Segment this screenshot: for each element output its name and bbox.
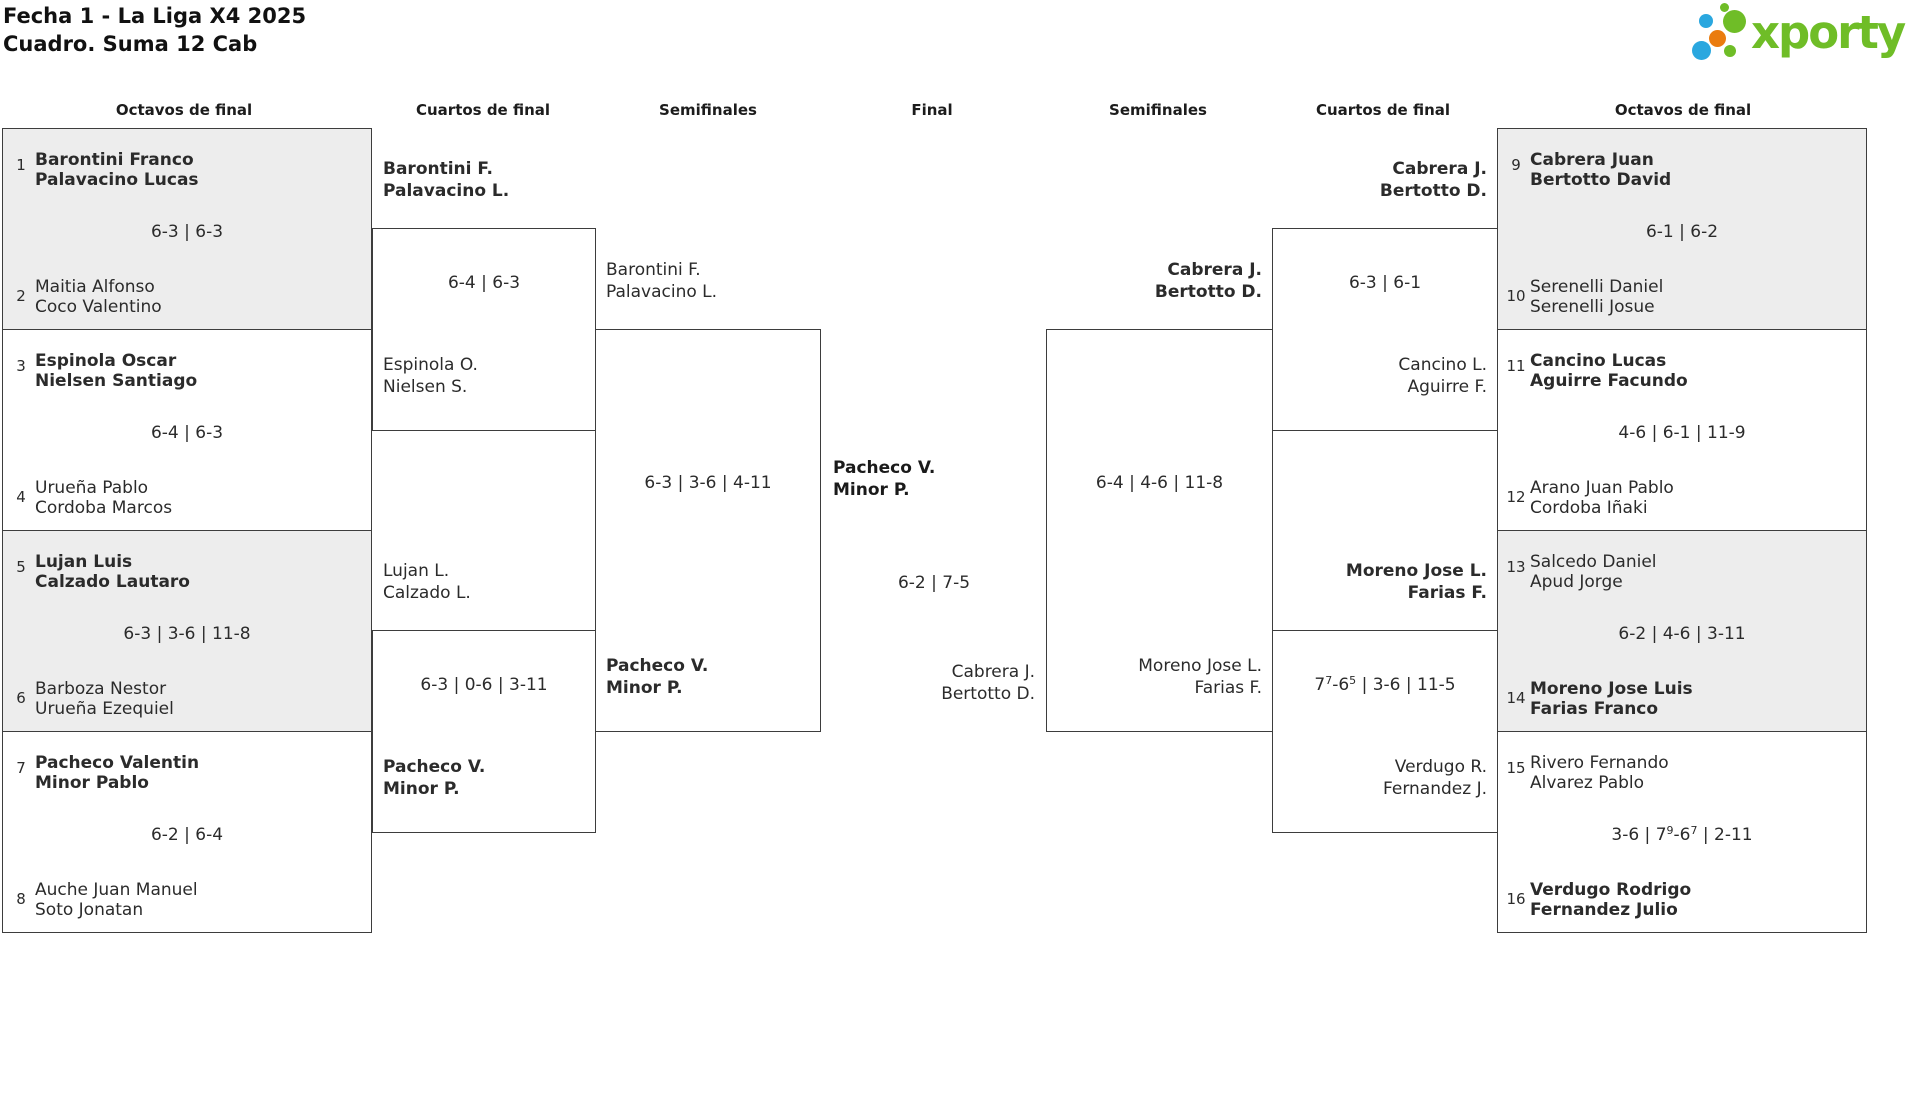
team-espinola-nielsen: Espinola O.Nielsen S. (383, 355, 478, 397)
match-box-sf-left[interactable]: Barontini F.Palavacino L. 6-3 | 3-6 | 4-… (595, 260, 821, 732)
match-score: 6-2 | 6-4 (150, 825, 224, 845)
draw-name: Cuadro. Suma 12 Cab (3, 32, 258, 56)
seed-number: 14 (1506, 689, 1526, 707)
seed-number: 15 (1506, 759, 1526, 777)
match-box-qf-left-2[interactable]: Lujan L.Calzado L. 6-3 | 0-6 | 3-11 Pach… (372, 561, 596, 833)
team-pacheco-minor: Pacheco V.Minor P. (606, 656, 709, 698)
match-score: 6-3 | 3-6 | 4-11 (644, 473, 772, 493)
round-header-final: Final (911, 101, 953, 119)
match-box-qf-right-1[interactable]: Cabrera J.Bertotto D. 6-3 | 6-1 Cancino … (1272, 159, 1498, 431)
match-score: 6-4 | 4-6 | 11-8 (1095, 473, 1224, 493)
logo-dot-icon (1709, 30, 1726, 47)
seed-number: 1 (16, 156, 26, 174)
match-score: 3-6 | 79-67 | 2-11 (1611, 824, 1753, 845)
seed-number: 2 (16, 287, 26, 305)
seed-number: 7 (16, 759, 26, 777)
team-lujan-calzado: Lujan L.Calzado L. (383, 561, 471, 603)
team-cabrera-bertotto-finalist: Cabrera J.Bertotto D. (941, 662, 1035, 704)
seed-number: 12 (1506, 488, 1526, 506)
tournament-name: Fecha 1 - La Liga X4 2025 (3, 4, 307, 28)
team-moreno-farias: Moreno Jose L.Farias F. (1345, 561, 1487, 603)
seed-number: 9 (1511, 156, 1521, 174)
match-box-final[interactable]: Pacheco V.Minor P. 6-2 | 7-5 Cabrera J.B… (821, 329, 1047, 732)
match-box-qf-left-1[interactable]: Barontini F.Palavacino L. 6-4 | 6-3 Espi… (372, 159, 596, 431)
match-score: 6-1 | 6-2 (1645, 222, 1719, 242)
logo-dot-icon (1724, 45, 1736, 57)
team-cabrera-bertotto: Cabrera J.Bertotto D. (1154, 260, 1262, 302)
round-header-semis-left: Semifinales (659, 101, 757, 119)
seed-number: 13 (1506, 558, 1526, 576)
round-header-octavos-left: Octavos de final (115, 101, 253, 119)
match-score: 6-3 | 0-6 | 3-11 (420, 675, 548, 695)
match-score: 6-3 | 6-3 (150, 222, 224, 242)
match-score: 6-3 | 6-1 (1348, 273, 1422, 293)
seed-number: 5 (16, 558, 26, 576)
xporty-logo[interactable]: xporty (1690, 0, 1920, 80)
match-score: 6-2 | 4-6 | 3-11 (1618, 624, 1746, 644)
seed-number: 16 (1506, 890, 1526, 908)
match-box-qf-right-2[interactable]: Moreno Jose L.Farias F. 77-65 | 3-6 | 11… (1272, 561, 1498, 833)
logo-dot-icon (1699, 14, 1713, 28)
team-cancino-aguirre: Cancino L.Aguirre F. (1398, 355, 1487, 397)
logo-wordmark: xporty (1751, 6, 1906, 59)
logo-dot-icon (1723, 10, 1746, 33)
logo-dot-icon (1692, 41, 1711, 60)
match-score: 4-6 | 6-1 | 11-9 (1618, 423, 1746, 443)
round-header-cuartos-right: Cuartos de final (1315, 101, 1451, 119)
team-pacheco-minor: Pacheco V.Minor P. (383, 757, 486, 799)
seed-number: 6 (16, 689, 26, 707)
match-score: 6-4 | 6-3 (150, 423, 224, 443)
logo-dot-icon (1720, 3, 1729, 12)
match-score: 6-4 | 6-3 (447, 273, 521, 293)
seed-number: 8 (16, 890, 26, 908)
team-cabrera-bertotto: Cabrera J.Bertotto D. (1379, 159, 1487, 201)
final-score: 6-2 | 7-5 (897, 573, 971, 593)
team-barontini-palavacino: Barontini F.Palavacino L. (606, 260, 718, 302)
seed-number: 3 (16, 357, 26, 375)
team-barontini-palavacino: Barontini F.Palavacino L. (383, 159, 510, 201)
round-header-cuartos-left: Cuartos de final (415, 101, 551, 119)
round-header-octavos-right: Octavos de final (1614, 101, 1752, 119)
round-header-semis-right: Semifinales (1109, 101, 1207, 119)
seed-number: 10 (1506, 287, 1526, 305)
team-pacheco-minor-finalist: Pacheco V.Minor P. (833, 458, 936, 500)
match-box-sf-right[interactable]: Cabrera J.Bertotto D. 6-4 | 4-6 | 11-8 M… (1046, 260, 1273, 732)
match-score: 6-3 | 3-6 | 11-8 (123, 624, 251, 644)
team-moreno-farias: Moreno Jose L.Farias F. (1138, 656, 1262, 698)
seed-number: 4 (16, 488, 26, 506)
seed-number: 11 (1506, 357, 1526, 375)
team-verdugo-fernandez: Verdugo R.Fernandez J. (1383, 757, 1487, 799)
match-score: 77-65 | 3-6 | 11-5 (1314, 674, 1456, 695)
